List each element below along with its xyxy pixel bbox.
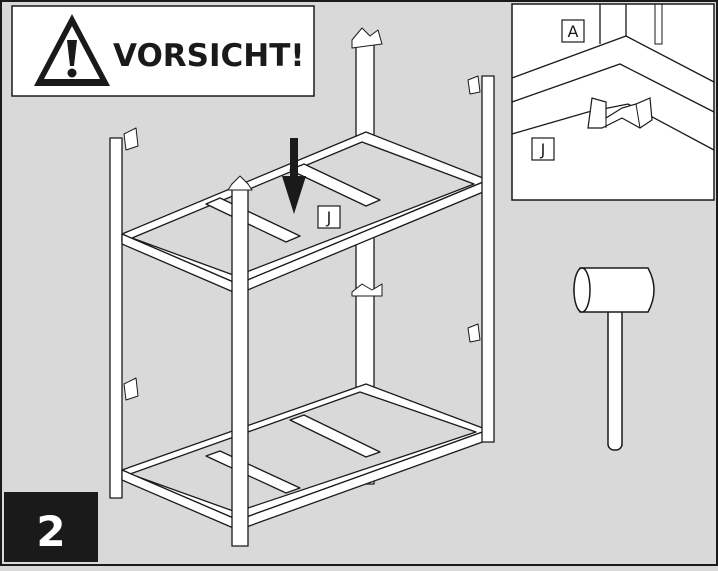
- back-left-post: [109, 137, 123, 499]
- step-number: 2: [36, 507, 65, 556]
- warning-text: VORSICHT!: [113, 38, 305, 74]
- step-number-badge: 2: [4, 492, 98, 562]
- svg-text:A: A: [568, 22, 579, 41]
- main-label-j: J: [317, 205, 341, 229]
- warning-triangle-icon: [34, 14, 110, 86]
- front-left-post: [231, 183, 249, 547]
- front-right-post: [481, 75, 495, 443]
- lower-shelf-level: [121, 383, 489, 531]
- post-clips: [123, 27, 481, 401]
- upper-shelf-level: [121, 131, 489, 295]
- down-arrow-icon: [282, 138, 306, 214]
- inset-label-a: A: [561, 19, 585, 43]
- detail-inset: A J: [511, 3, 715, 201]
- svg-text:J: J: [540, 140, 546, 159]
- shelf-frame: [109, 27, 495, 547]
- svg-text:J: J: [326, 208, 332, 227]
- inset-label-j: J: [531, 137, 555, 161]
- warning-box: VORSICHT!: [11, 5, 315, 97]
- rubber-mallet-icon: [573, 267, 655, 451]
